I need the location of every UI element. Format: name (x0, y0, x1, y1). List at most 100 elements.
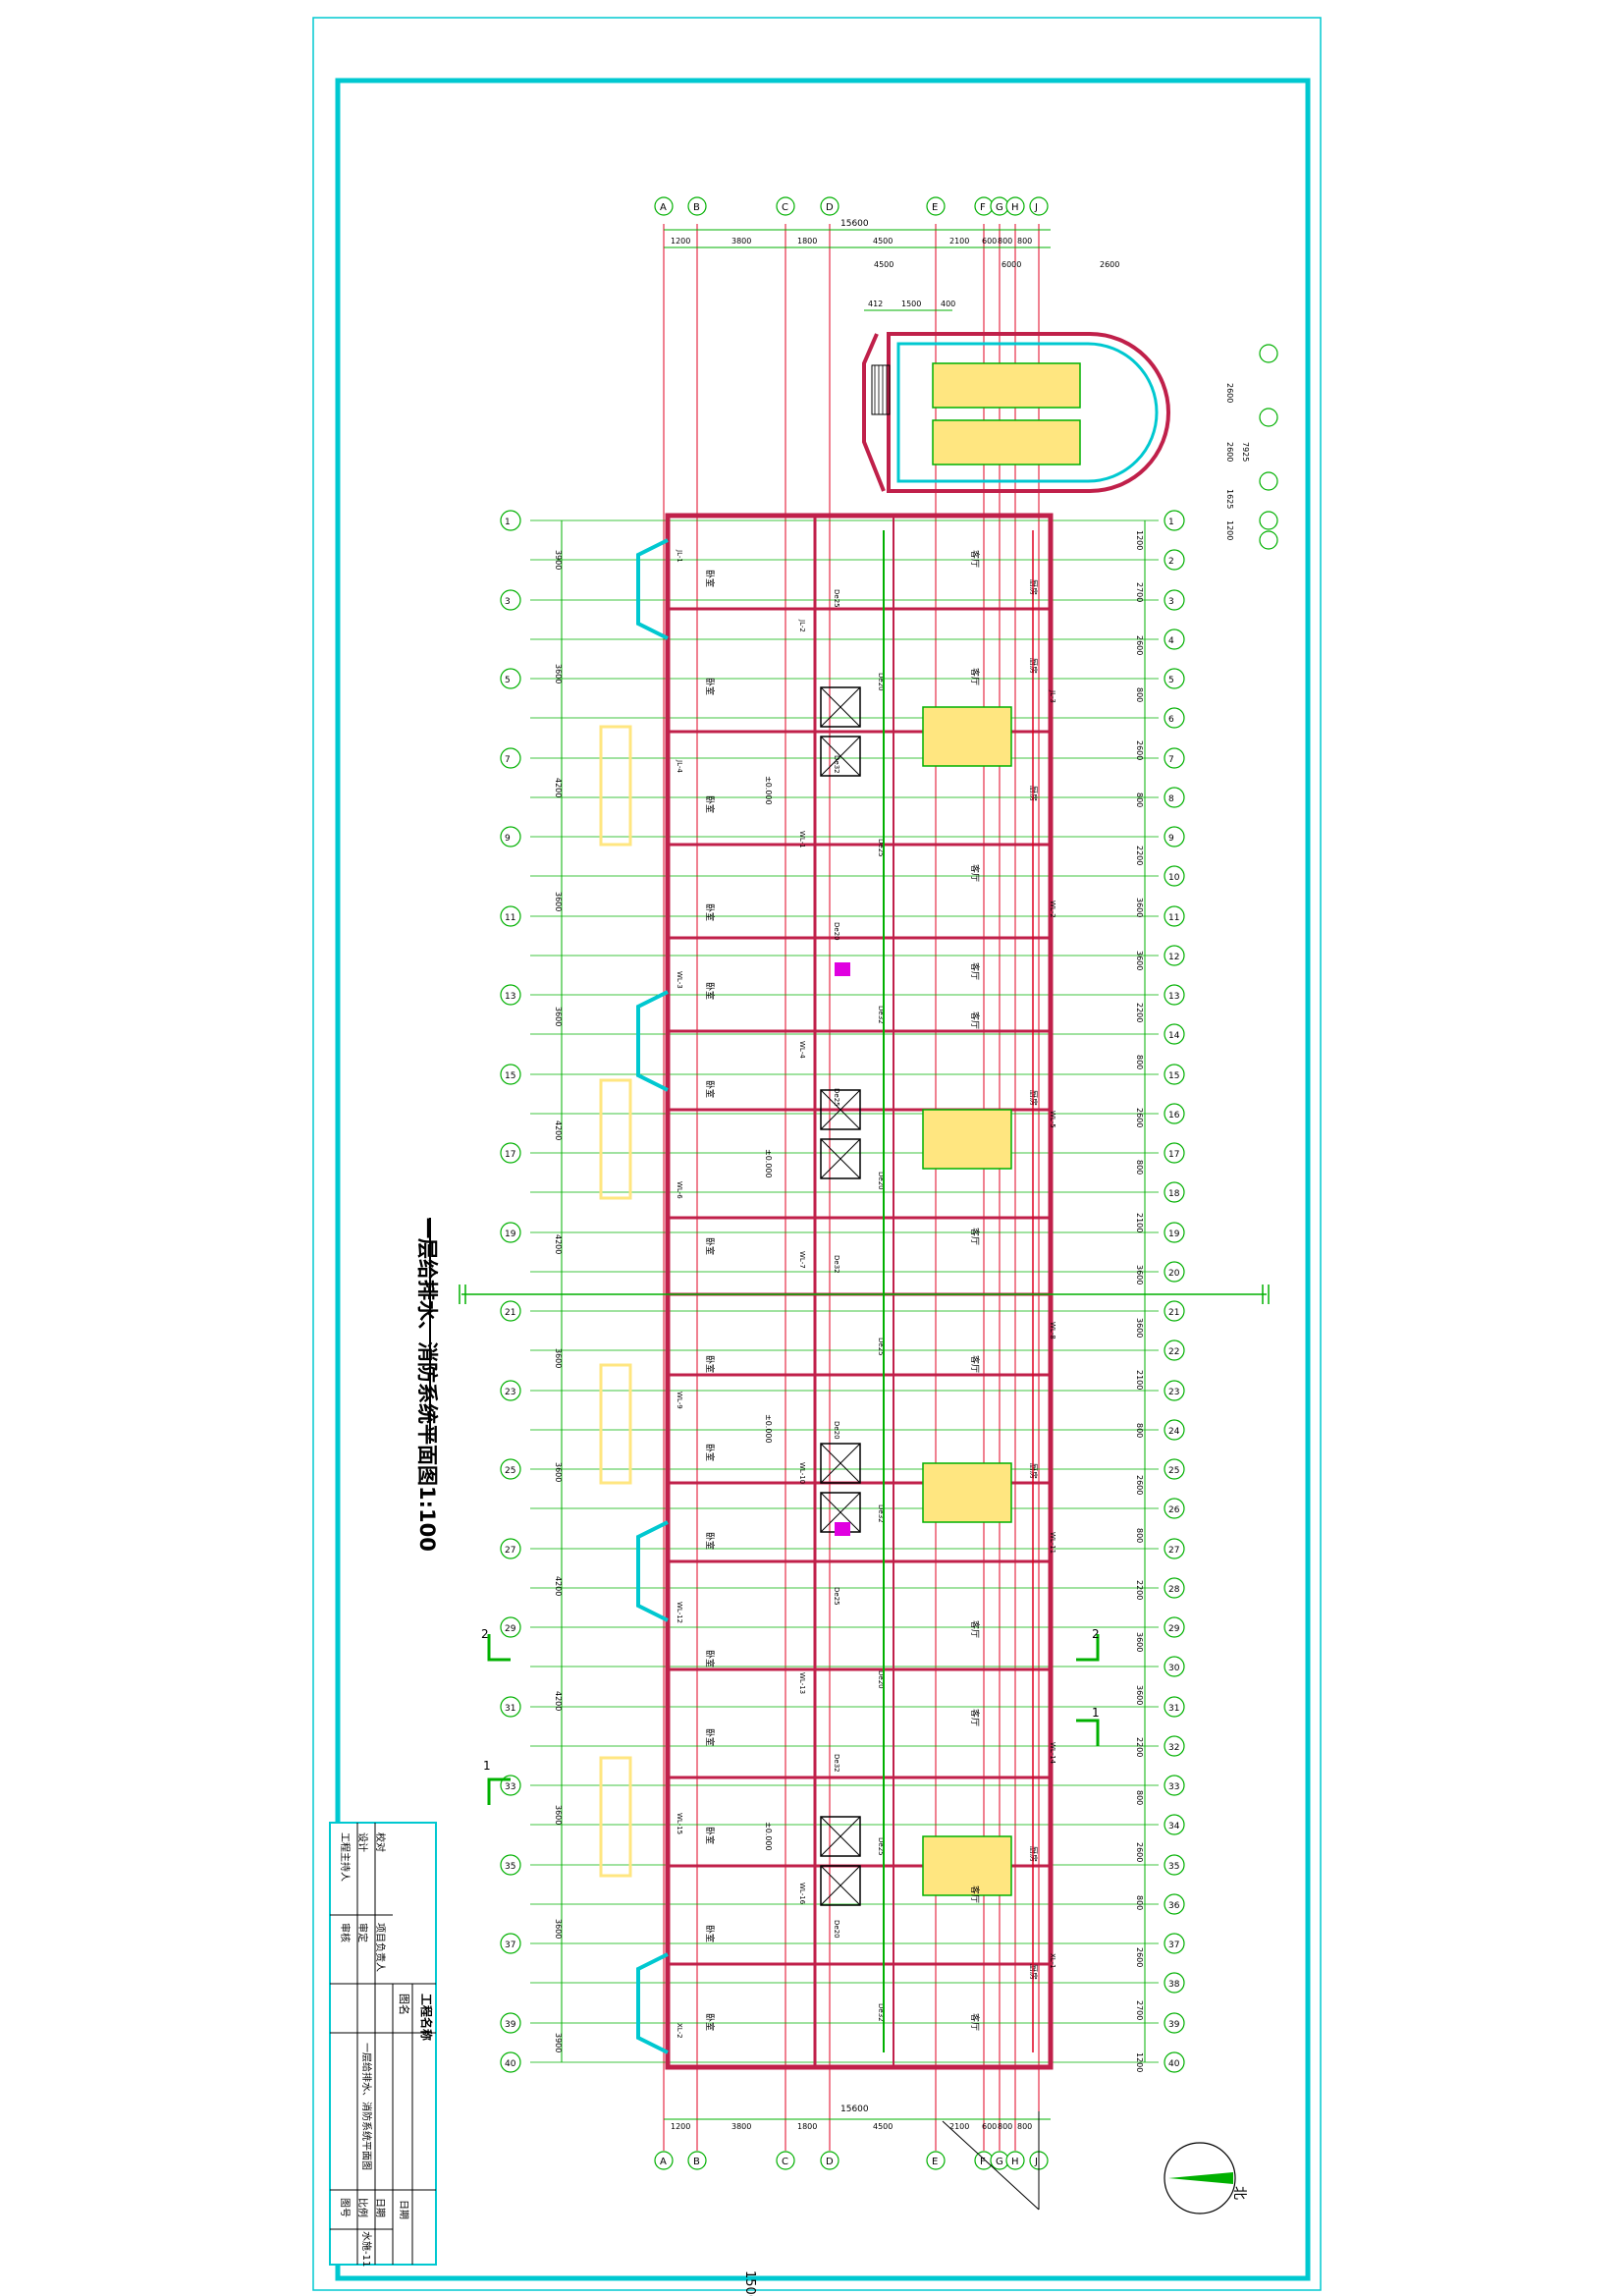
section-label-1-right: 1 (1092, 1706, 1100, 1720)
pipe-label-7: WL-4 (798, 1041, 806, 1059)
section-mark-left (487, 1634, 511, 1805)
title-block-drawing-no: 水施-11 (360, 2231, 373, 2267)
room-bedroom-11: 卧室 (704, 1728, 716, 1746)
pipe-label-9: WL-6 (676, 1181, 683, 1199)
axis-num-right-29: 29 (1168, 1624, 1180, 1634)
axis-num-right-14: 14 (1168, 1031, 1180, 1041)
stair-bubble-3 (1259, 511, 1278, 530)
top-dim-text-4: 2100 (949, 237, 969, 246)
axis-num-left-5: 5 (505, 676, 511, 685)
sheet-inner-frame (335, 78, 1311, 2281)
right-dim-12: 800 (1135, 1160, 1144, 1175)
axis-bubble-right-14 (1164, 1023, 1185, 1045)
axis-num-left-19: 19 (505, 1230, 516, 1239)
axis-label-C-bottom: C (782, 2157, 788, 2167)
stair-bubble-1 (1259, 408, 1278, 427)
right-dim-28: 2700 (1135, 2000, 1144, 2020)
right-dim-21: 3600 (1135, 1632, 1144, 1652)
axis-num-right-31: 31 (1168, 1704, 1179, 1714)
axis-bubble-left-3 (500, 589, 521, 611)
axis-label-F-top: F (980, 202, 986, 213)
axis-bubble-right-5 (1164, 668, 1185, 689)
top-dim-text-2: 1800 (797, 237, 817, 246)
right-dim-10: 800 (1135, 1055, 1144, 1069)
room-living-5: 客厅 (969, 1228, 981, 1245)
right-dim-0: 1200 (1135, 530, 1144, 550)
axis-num-right-13: 13 (1168, 992, 1179, 1002)
axis-num-left-23: 23 (505, 1388, 515, 1397)
right-dim-26: 800 (1135, 1895, 1144, 1910)
title-block-mid-1: 审核 (339, 1923, 352, 1942)
axis-bubble-left-27 (500, 1538, 521, 1559)
axis-bubble-right-11 (1164, 905, 1185, 927)
scale-note: 1500 (742, 2270, 757, 2296)
stair-right-dim-3: 1200 (1225, 520, 1234, 540)
title-block-right-2: 比例 (356, 2198, 369, 2217)
left-dim-6: 4200 (554, 1234, 563, 1254)
pipe-dia-13: De20 (877, 1670, 885, 1689)
elevation-mark-0: ±0.000 (764, 776, 773, 805)
room-bedroom-5: 卧室 (704, 1080, 716, 1098)
axis-num-right-30: 30 (1168, 1664, 1180, 1673)
axis-bubble-right-28 (1164, 1577, 1185, 1599)
room-bedroom-12: 卧室 (704, 1827, 716, 1844)
balcony-3 (599, 1756, 632, 1878)
stair-flight-upper (932, 362, 1081, 409)
left-dim-9: 4200 (554, 1576, 563, 1596)
axis-bubble-right-12 (1164, 945, 1185, 966)
title-block-row-3: 校对 (374, 1832, 387, 1852)
axis-bubble-right-25 (1164, 1458, 1185, 1480)
right-dim-20: 2200 (1135, 1580, 1144, 1600)
axis-label-B-top: B (693, 202, 700, 213)
stair-bubble-2 (1259, 471, 1278, 491)
balcony-0 (599, 725, 632, 847)
right-dim-7: 3600 (1135, 898, 1144, 917)
elevator-shaft-a-1 (820, 1089, 861, 1130)
room-bedroom-8: 卧室 (704, 1444, 716, 1461)
axis-label-E-top: E (932, 202, 938, 213)
room-living-8: 客厅 (969, 1709, 981, 1726)
left-dim-11: 3600 (554, 1805, 563, 1825)
pipe-label-15: WL-12 (676, 1602, 683, 1623)
room-bedroom-13: 卧室 (704, 1925, 716, 1942)
axis-bubble-C-bottom (776, 2151, 795, 2170)
room-bedroom-4: 卧室 (704, 982, 716, 1000)
axis-bubble-right-13 (1164, 984, 1185, 1006)
section-label-1-left: 1 (483, 1759, 491, 1773)
pipe-dia-11: De32 (877, 1504, 885, 1523)
axis-bubble-right-29 (1164, 1616, 1185, 1638)
elevator-cross-b-3 (820, 1865, 861, 1906)
axis-label-J-top: J (1034, 202, 1038, 213)
north-arrow-icon (1164, 2142, 1236, 2214)
axis-num-right-37: 37 (1168, 1941, 1179, 1950)
room-bedroom-0: 卧室 (704, 570, 716, 587)
axis-bubble-right-34 (1164, 1814, 1185, 1835)
stair-flight-lower (932, 419, 1081, 465)
pipe-dia-4: De20 (833, 922, 840, 941)
axis-num-left-7: 7 (505, 755, 511, 765)
axis-num-right-6: 6 (1168, 715, 1174, 725)
pipe-dia-9: De25 (877, 1338, 885, 1356)
axis-bubble-right-10 (1164, 865, 1185, 887)
title-block-project-label: 工程名称 (419, 1994, 434, 2041)
pipe-label-10: WL-7 (798, 1251, 806, 1269)
axis-label-A-top: A (660, 202, 667, 213)
pipe-label-17: WL-14 (1049, 1742, 1056, 1765)
axis-bubble-right-22 (1164, 1339, 1185, 1361)
elevation-mark-1: ±0.000 (764, 1149, 773, 1178)
axis-bubble-D-top (820, 196, 839, 216)
fixture-mark-0 (835, 962, 850, 976)
right-dim-8: 3600 (1135, 951, 1144, 970)
axis-num-right-21: 21 (1168, 1308, 1179, 1318)
top-dim-text-3: 4500 (873, 237, 893, 246)
title-block-mid-2: 审定 (356, 1923, 369, 1942)
room-living-7: 客厅 (969, 1620, 981, 1638)
axis-bubble-left-13 (500, 984, 521, 1006)
right-dim-3: 800 (1135, 687, 1144, 702)
room-kitchen-3: 厨房 (1029, 1090, 1039, 1106)
axis-num-right-15: 15 (1168, 1071, 1179, 1081)
axis-bubble-left-21 (500, 1300, 521, 1322)
axis-bubble-right-15 (1164, 1064, 1185, 1085)
stair-right-dim-0: 2600 (1225, 383, 1234, 403)
left-dim-10: 4200 (554, 1691, 563, 1711)
